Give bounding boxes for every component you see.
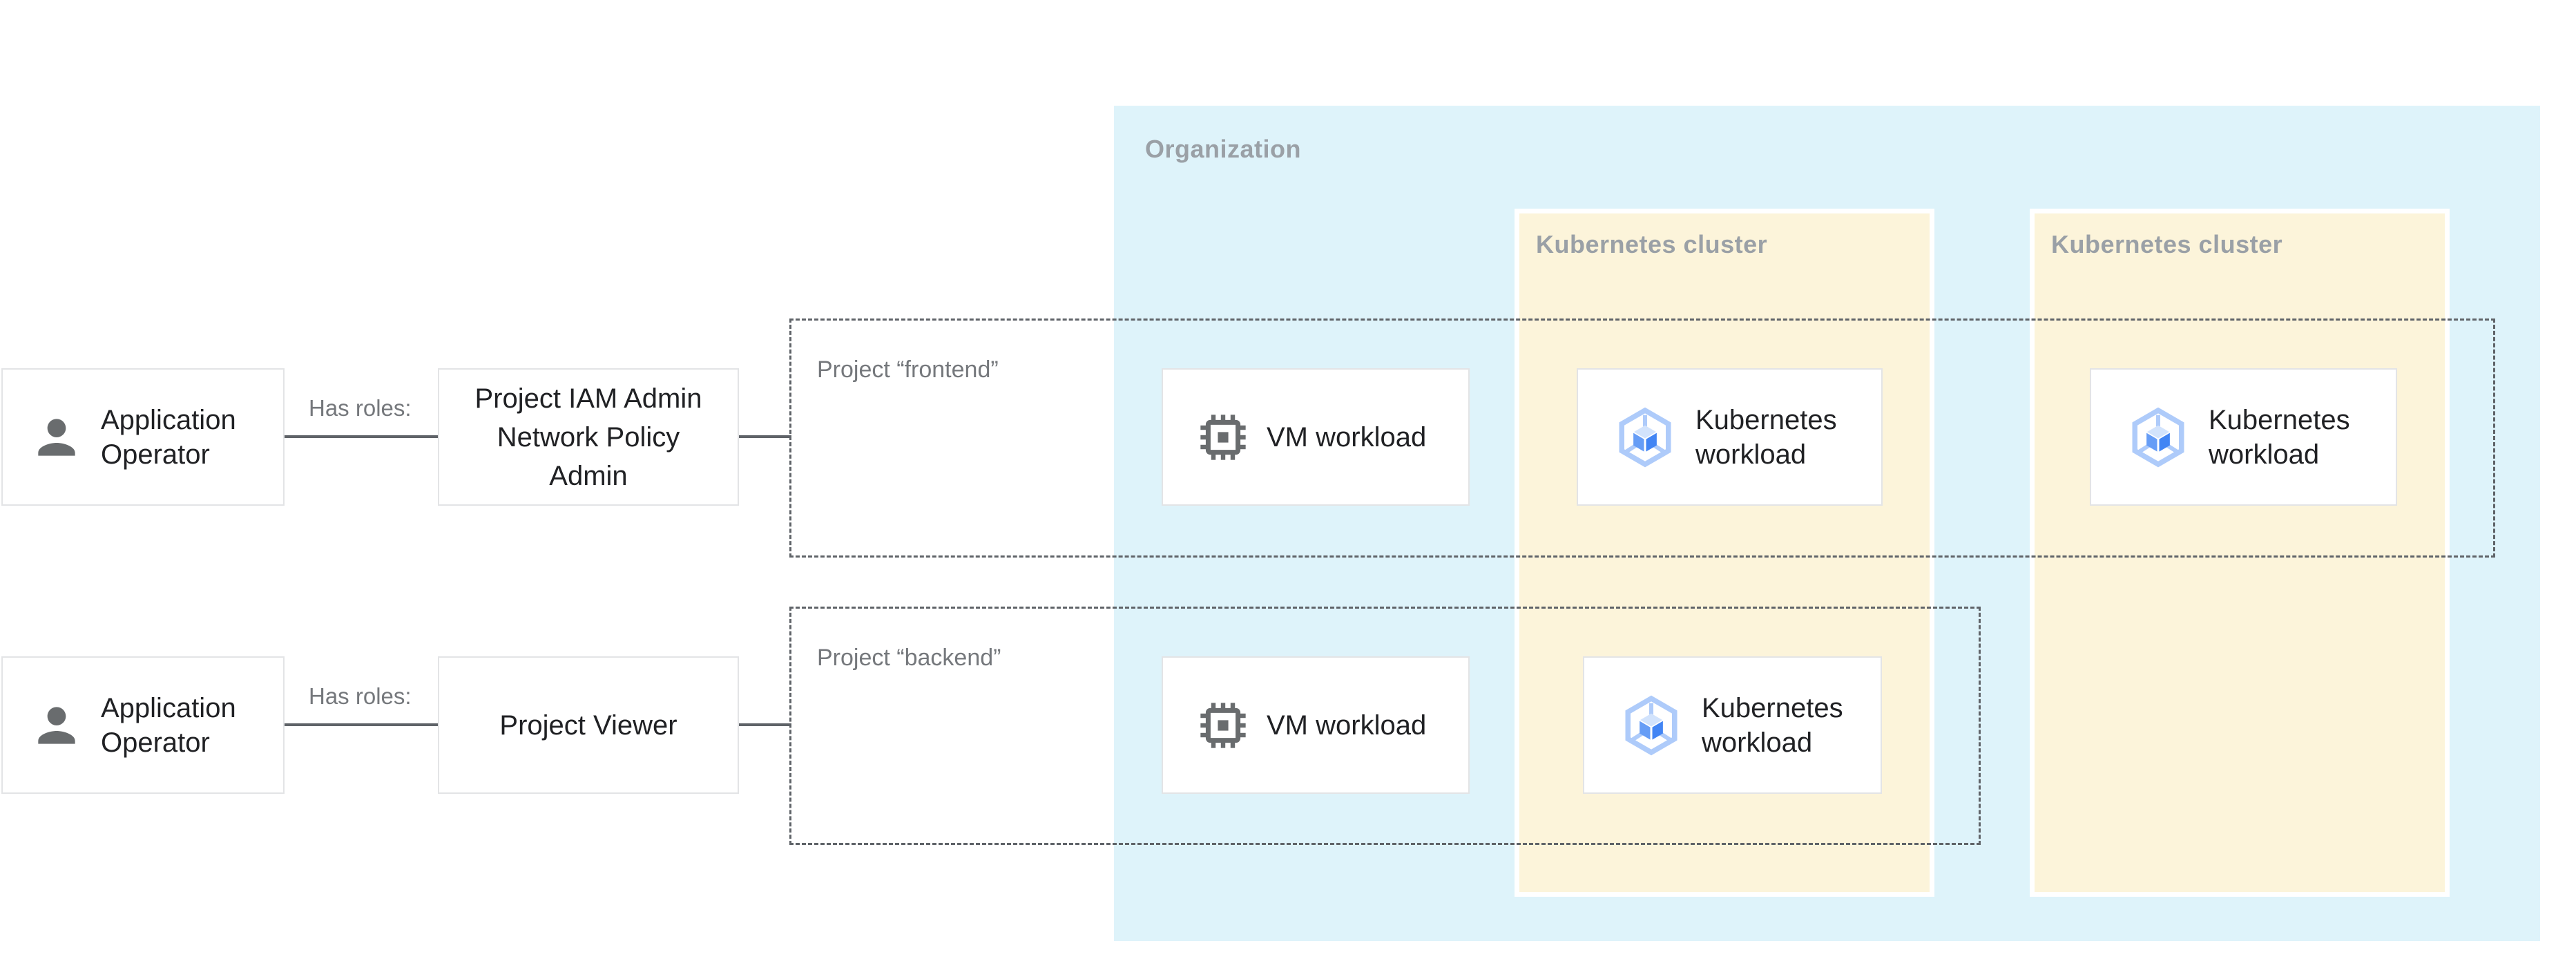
actor-application-operator-1: Application Operator [1, 368, 285, 506]
vm-workload-card-frontend: VM workload [1162, 368, 1470, 506]
actor-label: Application Operator [101, 692, 236, 758]
workload-label: VM workload [1267, 710, 1427, 741]
vm-workload-card-backend: VM workload [1162, 656, 1470, 794]
cpu-chip-icon [1200, 414, 1246, 460]
actor-label: Application Operator [101, 404, 236, 470]
role-project-iam-admin-network-policy-admin: Project IAM Admin Network Policy Admin [438, 368, 739, 506]
kubernetes-workload-card-frontend-cluster1: Kubernetes workload [1577, 368, 1883, 506]
connector-line [739, 435, 791, 438]
has-roles-label-2: Has roles: [309, 683, 412, 709]
gke-hexagon-icon [2132, 407, 2184, 467]
project-frontend-boundary: Project “frontend” [789, 318, 2495, 558]
workload-label: Kubernetes workload [1695, 404, 1837, 470]
kubernetes-cluster-zone-2: Kubernetes cluster [2030, 209, 2450, 897]
connector-line [285, 435, 438, 438]
kubernetes-cluster-2-label: Kubernetes cluster [2051, 230, 2283, 258]
role-project-viewer: Project Viewer [438, 656, 739, 794]
has-roles-label-1: Has roles: [309, 395, 412, 421]
workload-label: Kubernetes workload [1702, 692, 1843, 758]
workload-label: VM workload [1267, 421, 1427, 453]
project-frontend-label: Project “frontend” [817, 356, 999, 383]
kubernetes-cluster-1-label: Kubernetes cluster [1536, 230, 1768, 258]
project-backend-label: Project “backend” [817, 645, 1001, 671]
kubernetes-workload-card-frontend-cluster2: Kubernetes workload [2090, 368, 2397, 506]
actor-application-operator-2: Application Operator [1, 656, 285, 794]
role-label: Project Viewer [499, 710, 677, 741]
role-label: Project IAM Admin Network Policy Admin [474, 383, 702, 491]
connector-line [285, 723, 438, 726]
person-icon [38, 418, 75, 456]
gke-hexagon-icon [1619, 407, 1671, 467]
gke-hexagon-icon [1625, 695, 1678, 755]
kubernetes-workload-card-backend-cluster1: Kubernetes workload [1583, 656, 1882, 794]
cpu-chip-icon [1200, 702, 1246, 748]
workload-label: Kubernetes workload [2209, 404, 2350, 470]
connector-line [739, 723, 791, 726]
organization-zone-label: Organization [1145, 135, 1302, 163]
person-icon [38, 706, 75, 744]
